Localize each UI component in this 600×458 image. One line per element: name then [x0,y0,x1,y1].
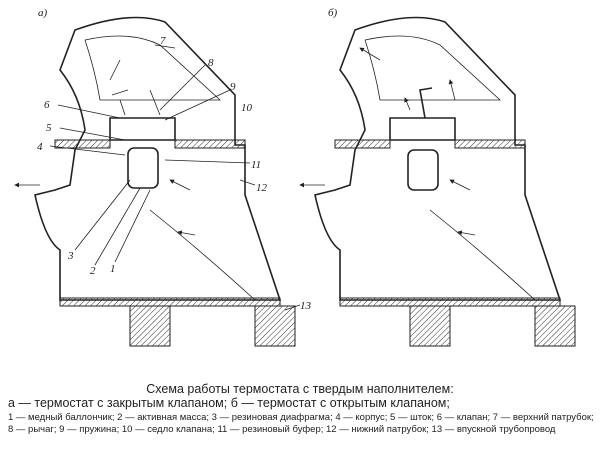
caption-legend: 1 — медный баллончик; 2 — активная масса… [8,412,594,435]
caption-title: Схема работы термостата с твердым наполн… [146,382,454,396]
caption-subtitle: а — термостат с закрытым клапаном; б — т… [8,396,450,410]
callout-1: 1 [110,263,116,275]
callout-4: 4 [37,141,43,153]
panel-a-closed-valve: а) 7 8 9 6 10 5 4 11 12 3 2 1 13 [14,7,312,347]
callout-9: 9 [230,81,236,93]
callout-6: 6 [44,99,50,111]
callout-5: 5 [46,122,52,134]
callout-7: 7 [160,35,166,47]
panel-a-label: а) [38,7,48,19]
callout-11: 11 [251,159,261,171]
panel-b-label: б) [328,7,338,19]
panel-b-open-valve: б) [299,7,576,347]
callout-13: 13 [300,300,312,312]
callout-3: 3 [67,250,74,262]
thermostat-diagram: а) 7 8 9 6 10 5 4 11 12 3 2 1 13 б) [14,7,576,347]
callout-12: 12 [256,182,268,194]
callout-10: 10 [241,102,253,114]
callout-2: 2 [90,265,96,277]
callout-8: 8 [208,57,214,69]
